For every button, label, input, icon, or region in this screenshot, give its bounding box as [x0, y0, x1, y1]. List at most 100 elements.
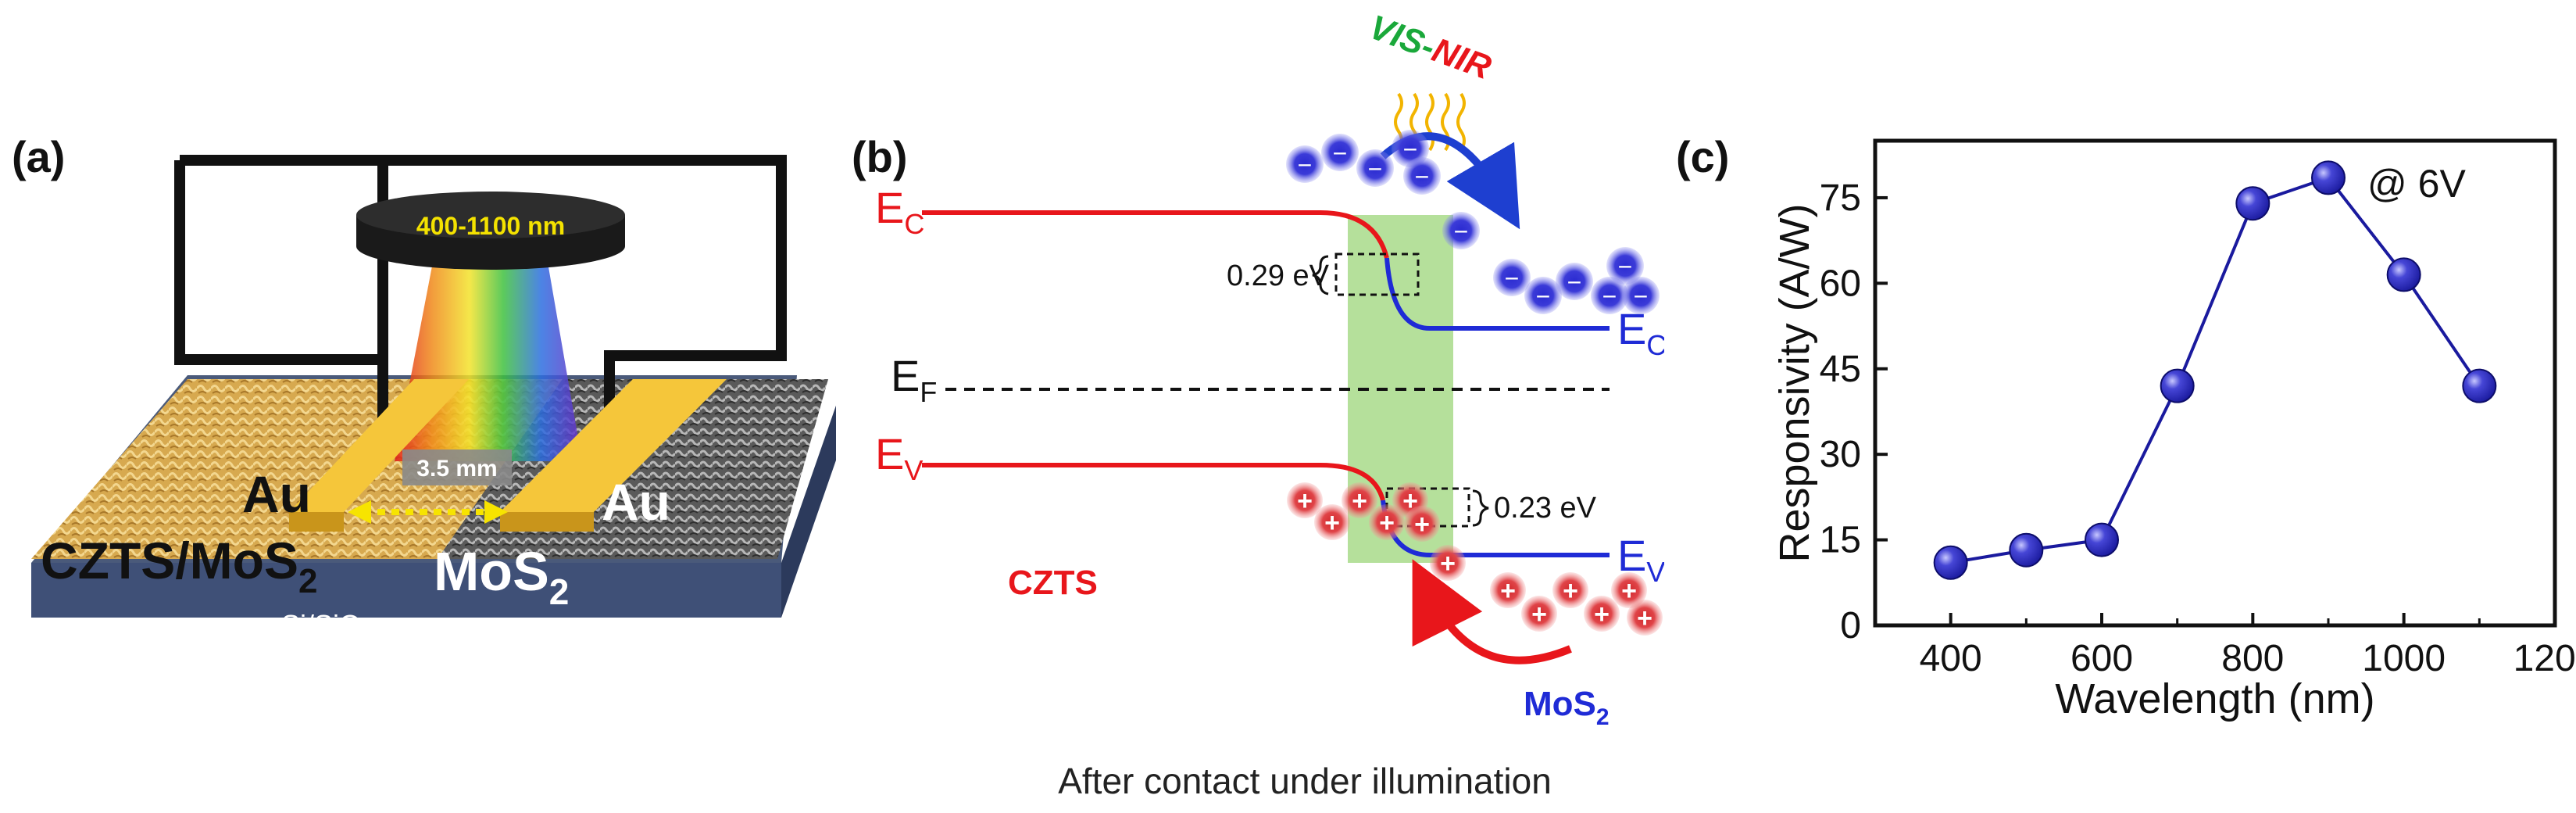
light-source-label: 400-1100 nm [416, 212, 565, 240]
y-tick-label: 75 [1820, 177, 1861, 219]
hole: + [1611, 572, 1647, 608]
x-tick-label: 800 [2221, 638, 2284, 679]
electron: − [1556, 263, 1593, 300]
svg-text:−: − [1567, 268, 1582, 296]
hole-transfer-arrow [1412, 559, 1572, 664]
region-left-label: CZTS/MoS2 [41, 532, 317, 600]
electron: − [1321, 134, 1359, 171]
hole: + [1404, 506, 1440, 542]
svg-text:+: + [1500, 576, 1516, 606]
svg-text:+: + [1621, 576, 1637, 606]
electron: − [1403, 157, 1441, 195]
x-tick-label: 400 [1920, 638, 1982, 679]
svg-text:+: + [1414, 510, 1430, 539]
svg-text:−: − [1618, 252, 1633, 281]
light-beam [395, 258, 582, 461]
y-tick-label: 60 [1820, 263, 1861, 304]
material-right-label: MoS2 [1524, 685, 1610, 730]
hole: + [1490, 572, 1526, 608]
svg-text:−: − [1634, 282, 1649, 310]
y-axis-label: Responsivity (A/W) [1771, 203, 1818, 562]
hole: + [1584, 596, 1620, 632]
data-point [2009, 532, 2044, 568]
hole: + [1521, 596, 1557, 632]
svg-text:+: + [1440, 549, 1456, 578]
y-tick-label: 45 [1820, 349, 1861, 390]
electron: − [1524, 277, 1562, 314]
y-tick-label: 15 [1820, 520, 1861, 561]
device-schematic: (a) 400-1100 nm 3.5 mm Au Au CZTS/MoS2 M… [12, 132, 836, 647]
substrate-front [31, 563, 781, 618]
vb-offset-brace [1472, 489, 1489, 527]
x-axis-label: Wavelength (nm) [2055, 675, 2374, 722]
electrons-czts: − − − − − − [1286, 130, 1480, 249]
conduction-band-czts [922, 210, 1389, 259]
substrate-label: Si/SiO2 [281, 609, 371, 647]
svg-text:+: + [1324, 508, 1340, 538]
light-source-top [356, 192, 625, 238]
hole: + [1430, 545, 1466, 581]
panel-b-band-diagram: (b) 0.29 eV 0.23 eV EC EV EF EC EV VIS-N… [836, 0, 1664, 813]
svg-text:+: + [1594, 600, 1610, 629]
svg-text:−: − [1333, 139, 1348, 167]
data-point [2235, 186, 2271, 221]
responsivity-chart: (c) @ 6V Responsivity (A/W) Wavelength (… [1676, 132, 2576, 722]
svg-text:VIS-NIR: VIS-NIR [1364, 8, 1496, 87]
svg-text:+: + [1531, 600, 1547, 629]
electron: − [1356, 149, 1394, 187]
cb-offset-label: 0.29 eV [1227, 260, 1330, 292]
vb-offset-label: 0.23 eV [1494, 492, 1597, 525]
electrode-left-label: Au [242, 465, 311, 523]
x-tick-label: 1000 [2362, 638, 2446, 679]
cb-offset-box [1334, 252, 1420, 296]
data-point [2462, 368, 2497, 403]
ec-left-label: EC [875, 183, 924, 240]
electron: − [1442, 212, 1480, 249]
svg-text:−: − [1403, 135, 1418, 163]
data-point [2085, 522, 2119, 557]
electron: − [1286, 145, 1324, 183]
circuit-wire-left [174, 160, 388, 438]
svg-text:−: − [1602, 282, 1617, 310]
electrons-mos2: − − − − − − [1493, 247, 1660, 314]
ev-right-label: EV [1617, 531, 1664, 588]
hole: + [1287, 482, 1323, 518]
conduction-band-mos2 [1384, 257, 1610, 331]
circuit-wire [180, 155, 787, 438]
svg-text:+: + [1637, 603, 1652, 633]
hole: + [1342, 482, 1377, 518]
y-tick-label: 30 [1820, 434, 1861, 475]
data-point [2160, 368, 2195, 403]
ev-left-label: EV [875, 429, 923, 486]
electron: − [1493, 259, 1531, 296]
holes-czts: + + + + + + + [1287, 482, 1466, 581]
light-waves [1394, 92, 1466, 152]
material-left-label: CZTS [1008, 564, 1098, 602]
electrode-left-front [289, 512, 344, 532]
svg-text:+: + [1352, 486, 1367, 516]
y-tick-label: 0 [1840, 605, 1861, 646]
light-label: VIS-NIR [1364, 8, 1496, 87]
region-right-label: MoS2 [434, 541, 569, 612]
cb-offset-brace [1312, 255, 1329, 295]
ec-right-label: EC [1617, 304, 1664, 361]
panel-c-label: (c) [1676, 132, 1729, 181]
data-point [2311, 160, 2346, 195]
chart-annotation: @ 6V [2367, 162, 2466, 206]
data-point [2386, 257, 2421, 292]
x-tick-label: 600 [2070, 638, 2133, 679]
series-line [1950, 176, 2481, 564]
hole: + [1314, 504, 1350, 540]
svg-text:−: − [1505, 264, 1520, 292]
panel-b-caption: After contact under illumination [1058, 761, 1552, 801]
gap-label-bg [402, 449, 512, 485]
plot-frame [1873, 138, 2557, 628]
electrode-right-front [500, 512, 594, 532]
svg-text:−: − [1298, 151, 1313, 179]
electrode-right-label: Au [602, 473, 670, 531]
svg-text:−: − [1368, 155, 1383, 183]
svg-text:+: + [1563, 576, 1578, 606]
panel-c-responsivity-chart: (c) @ 6V Responsivity (A/W) Wavelength (… [1672, 0, 2576, 813]
gap-arrow-head-right [484, 500, 508, 524]
